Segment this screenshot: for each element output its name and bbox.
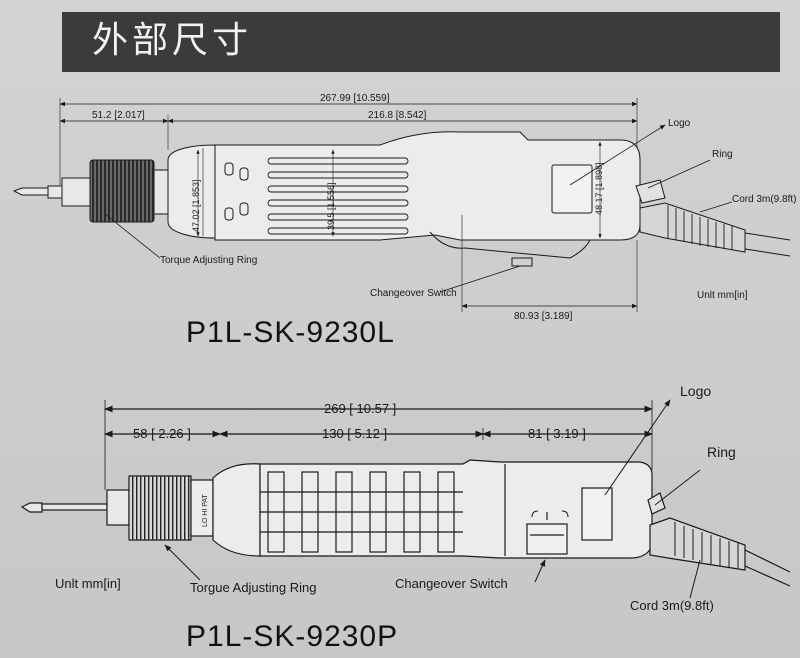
l-dim-total: 267.99 [10.559] bbox=[320, 93, 390, 104]
model-l-title: P1L-SK-9230L bbox=[186, 316, 395, 349]
p-dim-mid: 130 [ 5.12 ] bbox=[322, 426, 387, 441]
diagram-l bbox=[12, 98, 791, 312]
l-label-torque: Torque Adjusting Ring bbox=[160, 255, 257, 266]
p-dim-right: 81 [ 3.19 ] bbox=[528, 426, 586, 441]
l-bit bbox=[12, 187, 49, 196]
l-cord bbox=[639, 202, 791, 257]
l-switch-lever bbox=[429, 231, 591, 259]
l-label-logo: Logo bbox=[668, 118, 691, 129]
l-grip-slots bbox=[267, 157, 409, 235]
l-torque-ring bbox=[89, 159, 155, 223]
l-label-switch: Changeover Switch bbox=[370, 288, 457, 299]
page-title: 外部尺寸 bbox=[92, 20, 253, 61]
l-body bbox=[214, 131, 641, 241]
l-ring bbox=[635, 179, 666, 204]
p-dim-left: 58 [ 2.26 ] bbox=[133, 426, 191, 441]
p-dim-total: 269 [ 10.57 ] bbox=[324, 401, 396, 416]
p-label-cord: Cord 3m(9.8ft) bbox=[630, 598, 714, 613]
diagram-p bbox=[20, 399, 791, 599]
l-dim-grip-dia: 39.5 [1.556] bbox=[326, 182, 336, 230]
p-torque-ring bbox=[128, 475, 192, 541]
l-label-unit: Unlt mm[in] bbox=[697, 290, 748, 301]
l-dim-left: 51.2 [2.017] bbox=[92, 110, 145, 121]
l-label-ring: Ring bbox=[712, 149, 733, 160]
p-logo-box bbox=[581, 487, 613, 541]
l-label-cord: Cord 3m(9.8ft) bbox=[732, 194, 796, 205]
model-p-title: P1L-SK-9230P bbox=[186, 620, 399, 653]
p-grip-ribs bbox=[260, 471, 463, 553]
header-bar bbox=[62, 12, 780, 72]
p-label-switch: Changeover Switch bbox=[395, 576, 508, 591]
p-ring-marks: LO HI PAT bbox=[202, 493, 209, 527]
p-label-ring: Ring bbox=[707, 444, 736, 460]
p-switch bbox=[526, 523, 568, 555]
p-cord bbox=[649, 517, 791, 587]
l-dim-body: 216.8 [8.542] bbox=[368, 110, 427, 121]
p-nose bbox=[212, 463, 261, 557]
p-bit bbox=[20, 502, 43, 513]
l-dim-rear-h: 48.17 [1.898] bbox=[594, 162, 604, 215]
l-switch bbox=[511, 257, 533, 267]
l-dim-rear-len: 80.93 [3.189] bbox=[514, 311, 573, 322]
p-label-torque: Torgue Adjusting Ring bbox=[190, 580, 316, 595]
p-label-unit: Unlt mm[in] bbox=[55, 576, 121, 591]
p-label-logo: Logo bbox=[680, 383, 711, 399]
l-dim-nose-dia: 47.02 [1.853] bbox=[191, 179, 201, 232]
l-logo-box bbox=[551, 164, 593, 214]
